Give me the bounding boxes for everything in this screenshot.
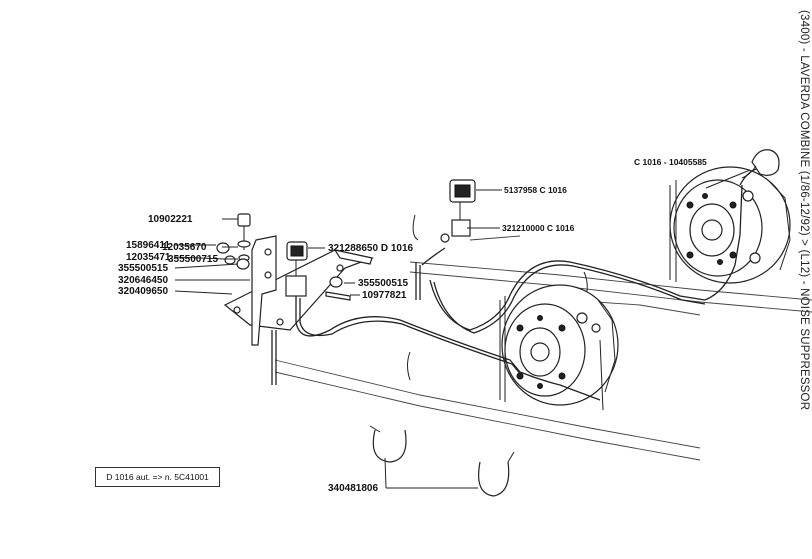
- callout-12035471: 12035471: [126, 252, 171, 263]
- callout-10405585: C 1016 - 10405585: [634, 157, 707, 167]
- cable-clip-1: [369, 425, 407, 463]
- callout-321210000: 321210000 C 1016: [502, 223, 575, 233]
- relay-upper: [440, 179, 476, 243]
- bolt-top: [237, 213, 251, 262]
- diagram-title: (3400) - LAVERDA COMBINE (1/86-12/92) > …: [798, 10, 810, 411]
- callout-10977821: 10977821: [362, 290, 407, 301]
- callout-320409650: 320409650: [118, 286, 168, 297]
- callout-355500515-b: 355500515: [358, 278, 408, 289]
- lower-harness: [271, 296, 601, 401]
- callout-12035670: 12035670: [162, 242, 207, 253]
- bracket-lower: [216, 235, 277, 346]
- callout-320646450: 320646450: [118, 275, 168, 286]
- callout-321288650: 321288650 D 1016: [328, 243, 414, 254]
- alternator-upper: [669, 166, 791, 284]
- callout-10902221: 10902221: [148, 214, 193, 225]
- callout-5137958: 5137958 C 1016: [504, 185, 567, 195]
- lower-frame: [274, 359, 701, 461]
- applicability-note: D 1016 aut. => n. 5C41001: [95, 467, 220, 487]
- cable-clip-2: [478, 451, 515, 497]
- upper-harness: [412, 167, 761, 334]
- leader-lines: [174, 169, 751, 489]
- callout-340481806: 340481806: [328, 483, 378, 494]
- upper-frame: [409, 235, 812, 316]
- callout-355500715: 355500715: [168, 254, 218, 265]
- callout-labels: 10902221 12035670 355500715 320409650 15…: [118, 157, 707, 494]
- suppressor-cap: [741, 149, 780, 179]
- callout-15896411: 15896411: [126, 240, 170, 251]
- relay-lower: [285, 241, 351, 301]
- alternator-lower: [499, 284, 619, 411]
- callout-355500515: 355500515: [118, 263, 168, 274]
